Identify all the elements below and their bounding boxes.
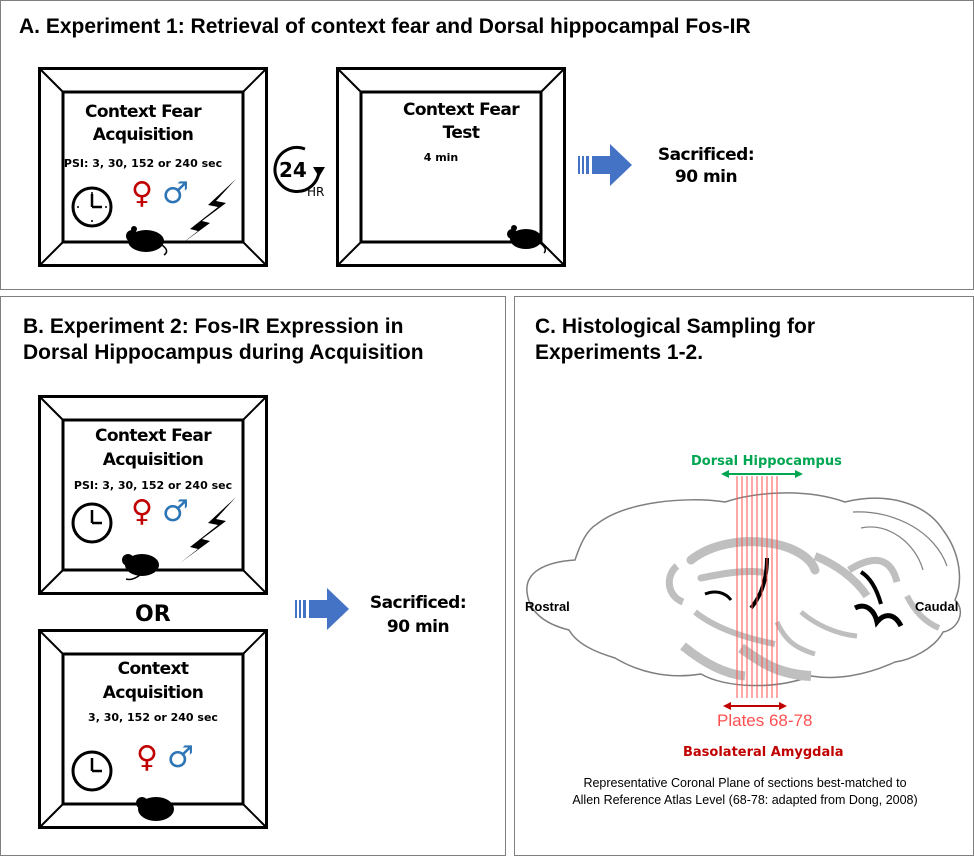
chamber-title-line1: Context Fear [84, 102, 202, 122]
chamber-title-line2: Acquisition [102, 683, 204, 703]
plates-label: Plates 68-78 [717, 711, 813, 730]
caudal-label: Caudal [915, 599, 959, 614]
male-symbol: ♂ [162, 176, 189, 211]
panel-a-title: A. Experiment 1: Retrieval of context fe… [19, 15, 751, 38]
basolateral-amygdala-label: Basolateral Amygdala [683, 745, 844, 760]
acquisition-chamber: Context Fear Acquisition PSI: 3, 30, 152… [38, 67, 268, 267]
panel-a: A. Experiment 1: Retrieval of context fe… [0, 0, 974, 290]
panel-c-title-line2: Experiments 1-2. [535, 341, 704, 364]
psi-label: PSI: 3, 30, 152 or 240 sec [63, 157, 223, 170]
mouse-icon [507, 225, 547, 254]
mouse-icon [126, 226, 168, 256]
chamber-title-line2: Test [442, 123, 480, 143]
fear-acquisition-chamber: Context Fear Acquisition PSI: 3, 30, 152… [38, 395, 268, 595]
chamber-title-line1: Context [117, 659, 189, 679]
arrow-right-icon [295, 588, 349, 630]
chamber-title-line2: Acquisition [92, 125, 194, 145]
lightning-icon [180, 497, 236, 563]
caption-line1: Representative Coronal Plane of sections… [583, 776, 907, 790]
duration-label: 3, 30, 152 or 240 sec [88, 711, 218, 724]
panel-b-title-line2: Dorsal Hippocampus during Acquisition [23, 341, 424, 364]
rotate-24-icon [273, 146, 325, 193]
sacrificed-label: Sacrificed: [657, 145, 755, 165]
chamber-title-line1: Context Fear [402, 100, 520, 120]
panel-c-title-line1: C. Histological Sampling for [535, 315, 816, 338]
panel-b-title-line1: B. Experiment 2: Fos-IR Expression in [23, 315, 404, 338]
panel-c: C. Histological Sampling for Experiments… [514, 296, 974, 856]
sacrificed-label: Sacrificed: [369, 593, 467, 613]
clock-icon [71, 750, 113, 792]
dorsal-hippocampus-label: Dorsal Hippocampus [691, 454, 842, 469]
test-chamber: Context Fear Test 4 min [336, 67, 566, 267]
mouse-icon [136, 797, 174, 821]
female-symbol: ♀ [131, 494, 153, 529]
sacrificed-time: 90 min [674, 167, 738, 187]
female-symbol: ♀ [131, 176, 153, 211]
clock-icon [71, 186, 113, 228]
chamber-title-line2: Acquisition [102, 450, 204, 470]
arrow-right-icon [578, 144, 632, 186]
male-symbol: ♂ [167, 740, 194, 775]
rostral-label: Rostral [525, 599, 570, 614]
lightning-icon [180, 179, 236, 245]
clock-icon [71, 502, 113, 544]
panel-b: B. Experiment 2: Fos-IR Expression in Do… [0, 296, 506, 856]
context-acquisition-chamber: Context Acquisition 3, 30, 152 or 240 se… [38, 629, 268, 829]
sagittal-brain-diagram [526, 470, 961, 710]
chamber-title-line1: Context Fear [94, 426, 212, 446]
plate-lines [736, 476, 778, 698]
mouse-icon [122, 554, 159, 581]
sacrificed-time: 90 min [386, 617, 450, 637]
psi-label: PSI: 3, 30, 152 or 240 sec [73, 479, 233, 492]
caption-line2: Allen Reference Atlas Level (68-78: adap… [572, 793, 918, 807]
female-symbol: ♀ [136, 740, 158, 775]
test-duration: 4 min [423, 151, 459, 164]
chamber-frame [336, 67, 566, 267]
delay-number: 24 [279, 158, 307, 182]
or-label: OR [135, 602, 171, 627]
male-symbol: ♂ [162, 494, 189, 529]
delay-unit: HR [307, 185, 325, 199]
